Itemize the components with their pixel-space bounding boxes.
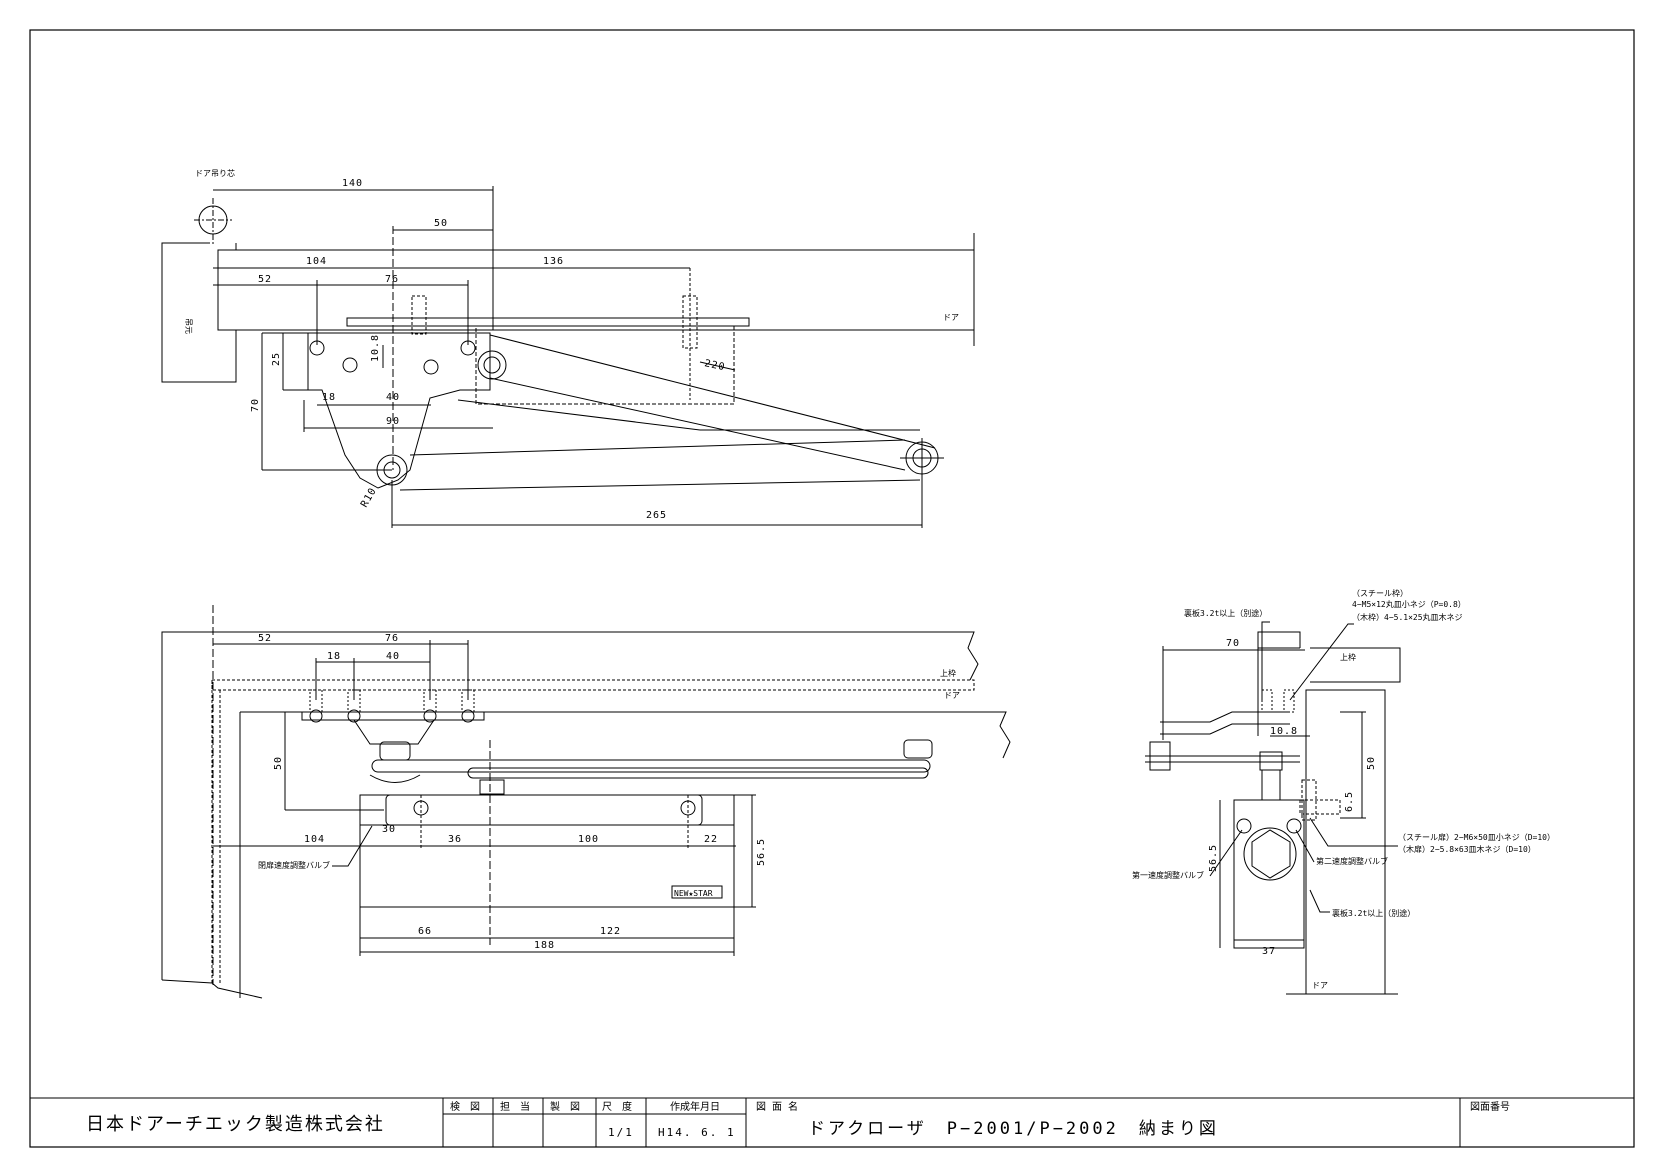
dim-188: 188 xyxy=(534,940,555,951)
screw-hole xyxy=(423,359,439,375)
label-door: ドア xyxy=(943,313,959,322)
label-second-valve: 第二速度調整バルブ xyxy=(1316,856,1388,866)
side-view-text: （スチール枠） 4−M5×12丸皿小ネジ（P=0.8） （木枠）4−5.1×25… xyxy=(1132,588,1555,990)
door-outline xyxy=(218,233,975,346)
brand-plate xyxy=(671,885,723,899)
drawing-name: ドアクローザ P−2001/P−2002 納まり図 xyxy=(808,1119,1219,1139)
dim-50: 50 xyxy=(1366,756,1377,770)
screw-hole xyxy=(460,340,476,356)
screw-hole xyxy=(309,340,325,356)
side-view xyxy=(1145,621,1401,995)
label-door: ドア xyxy=(944,691,960,700)
header-inspect: 検 図 xyxy=(450,1100,480,1113)
dim-104: 104 xyxy=(306,256,327,267)
label-backing-bottom: 裏板3.2t以上（別途） xyxy=(1332,908,1415,918)
mounting-plate xyxy=(346,317,750,327)
header-drawing-name: 図 面 名 xyxy=(756,1100,798,1113)
dim-18: 18 xyxy=(327,651,341,662)
dim-18: 18 xyxy=(322,392,336,403)
dim-25: 25 xyxy=(271,352,282,366)
sheet-border xyxy=(29,29,1635,1148)
dim-100: 100 xyxy=(578,834,599,845)
dim-220: 220 xyxy=(703,358,726,373)
arm-pivot xyxy=(379,741,411,761)
dim-70: 70 xyxy=(1226,638,1240,649)
dim-6-5: 6.5 xyxy=(1344,791,1355,812)
title-block xyxy=(30,1097,1634,1147)
dim-122: 122 xyxy=(600,926,621,937)
dim-76: 76 xyxy=(385,274,399,285)
dim-56-5: 56.5 xyxy=(756,838,767,866)
dim-30: 30 xyxy=(382,824,396,835)
body-bracket xyxy=(385,794,703,826)
header-scale: 尺 度 xyxy=(602,1100,632,1113)
door-section xyxy=(1305,689,1386,994)
label-wood-door-screws: （木扉）2−5.8×63皿木ネジ（D=10） xyxy=(1398,844,1536,854)
dim-52: 52 xyxy=(258,274,272,285)
label-upper-frame: 上枠 xyxy=(940,668,956,678)
dim-56-5: 56.5 xyxy=(1208,844,1219,872)
header-drawing-no: 図面番号 xyxy=(1470,1101,1510,1113)
dim-76: 76 xyxy=(385,633,399,644)
closer-body-section xyxy=(1233,799,1305,949)
label-screws-steel-frame: 4−M5×12丸皿小ネジ（P=0.8） xyxy=(1352,599,1466,609)
dim-66: 66 xyxy=(418,926,432,937)
label-screws-wood-frame: （木枠）4−5.1×25丸皿木ネジ xyxy=(1352,612,1463,622)
screw-hole xyxy=(342,357,358,373)
door-frame-outline xyxy=(161,631,979,980)
front-view xyxy=(161,605,1011,999)
dim-50: 50 xyxy=(434,218,448,229)
dim-70: 70 xyxy=(250,398,261,412)
plan-view xyxy=(161,186,975,528)
dim-22: 22 xyxy=(704,834,718,845)
dim-40: 40 xyxy=(386,651,400,662)
dim-104: 104 xyxy=(304,834,325,845)
frame-bracket xyxy=(301,711,485,721)
hinge-frame xyxy=(161,242,237,383)
dim-52: 52 xyxy=(258,633,272,644)
dim-10-8: 10.8 xyxy=(370,334,381,362)
label-closing-valve: 閉扉速度調整バルブ xyxy=(258,860,330,870)
label-steel-frame: （スチール枠） xyxy=(1352,588,1408,598)
date-value: H14. 6. 1 xyxy=(658,1126,736,1139)
dim-36: 36 xyxy=(448,834,462,845)
dim-r10: R10 xyxy=(359,486,379,510)
arm-pivot xyxy=(477,350,507,380)
label-upper-frame: 上枠 xyxy=(1340,652,1356,662)
arm-bracket xyxy=(307,332,491,489)
header-charge: 担 当 xyxy=(500,1100,530,1113)
hex-spindle xyxy=(1251,829,1291,879)
upper-frame xyxy=(1257,631,1401,736)
dim-136: 136 xyxy=(543,256,564,267)
label-hinge-side: 吊元 xyxy=(184,318,193,334)
dim-140: 140 xyxy=(342,178,363,189)
front-view-text: 上枠 ドア 閉扉速度調整バルブ NEW★STAR 52 76 18 40 50 … xyxy=(258,633,960,951)
dim-10-8: 10.8 xyxy=(1270,726,1298,737)
title-block-text: 日本ドアーチエック製造株式会社 検 図 担 当 製 図 尺 度 作成年月日 図 … xyxy=(86,1100,1510,1139)
label-steel-door-screws: （スチール扉）2−M6×50皿小ネジ（D=10） xyxy=(1398,832,1555,842)
main-arm xyxy=(489,334,936,449)
label-brand: NEW★STAR xyxy=(674,889,713,898)
dim-40: 40 xyxy=(386,392,400,403)
company-name: 日本ドアーチエック製造株式会社 xyxy=(86,1114,385,1135)
label-first-valve: 第一速度調整バルブ xyxy=(1132,870,1204,880)
dim-265: 265 xyxy=(646,510,667,521)
header-draw: 製 図 xyxy=(550,1100,580,1113)
dim-90: 90 xyxy=(386,416,400,427)
header-date: 作成年月日 xyxy=(670,1100,720,1113)
label-door: ドア xyxy=(1312,981,1328,990)
plan-view-text: ドア吊り芯 吊元 ドア 140 50 104 136 52 76 25 10.8… xyxy=(184,168,959,521)
dim-37: 37 xyxy=(1262,946,1276,957)
dim-50: 50 xyxy=(273,756,284,770)
label-hinge-center: ドア吊り芯 xyxy=(195,168,235,178)
scale-value: 1/1 xyxy=(608,1126,634,1139)
label-backing-top: 裏板3.2t以上（別途） xyxy=(1184,608,1267,618)
